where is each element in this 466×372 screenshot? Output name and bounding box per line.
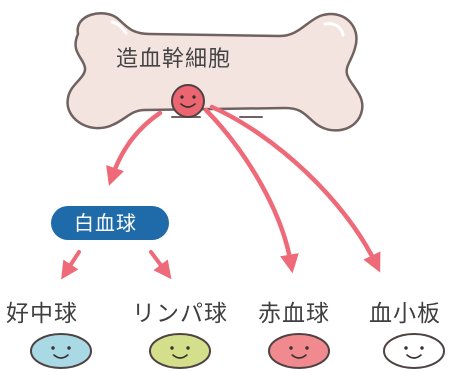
white-blood-cells-pill <box>51 206 169 240</box>
platelet-icon <box>383 333 445 369</box>
red-blood-cell-icon <box>268 333 330 369</box>
neutrophil-label: 好中球 <box>6 301 78 327</box>
stem-cell-label: 造血幹細胞 <box>116 47 232 72</box>
stem-cell-icon <box>171 84 205 118</box>
bone-highlight <box>323 22 345 37</box>
platelet-label: 血小板 <box>369 301 441 327</box>
red-blood-cell-label: 赤血球 <box>258 301 330 327</box>
arrow-to-platelets <box>209 104 381 273</box>
lymphocyte-icon <box>149 333 211 369</box>
bone-shape <box>66 12 364 132</box>
bone-highlight <box>110 20 128 35</box>
arrow-to-neutrophils <box>61 250 81 280</box>
neutrophil-icon <box>30 333 92 369</box>
arrow-to-white-blood-cells <box>106 110 163 186</box>
arrow-to-red-blood-cells <box>203 107 299 274</box>
lymphocyte-label: リンパ球 <box>132 301 228 327</box>
white-blood-cells-label: 白血球 <box>74 211 137 235</box>
arrow-to-lymphocytes <box>149 250 172 280</box>
